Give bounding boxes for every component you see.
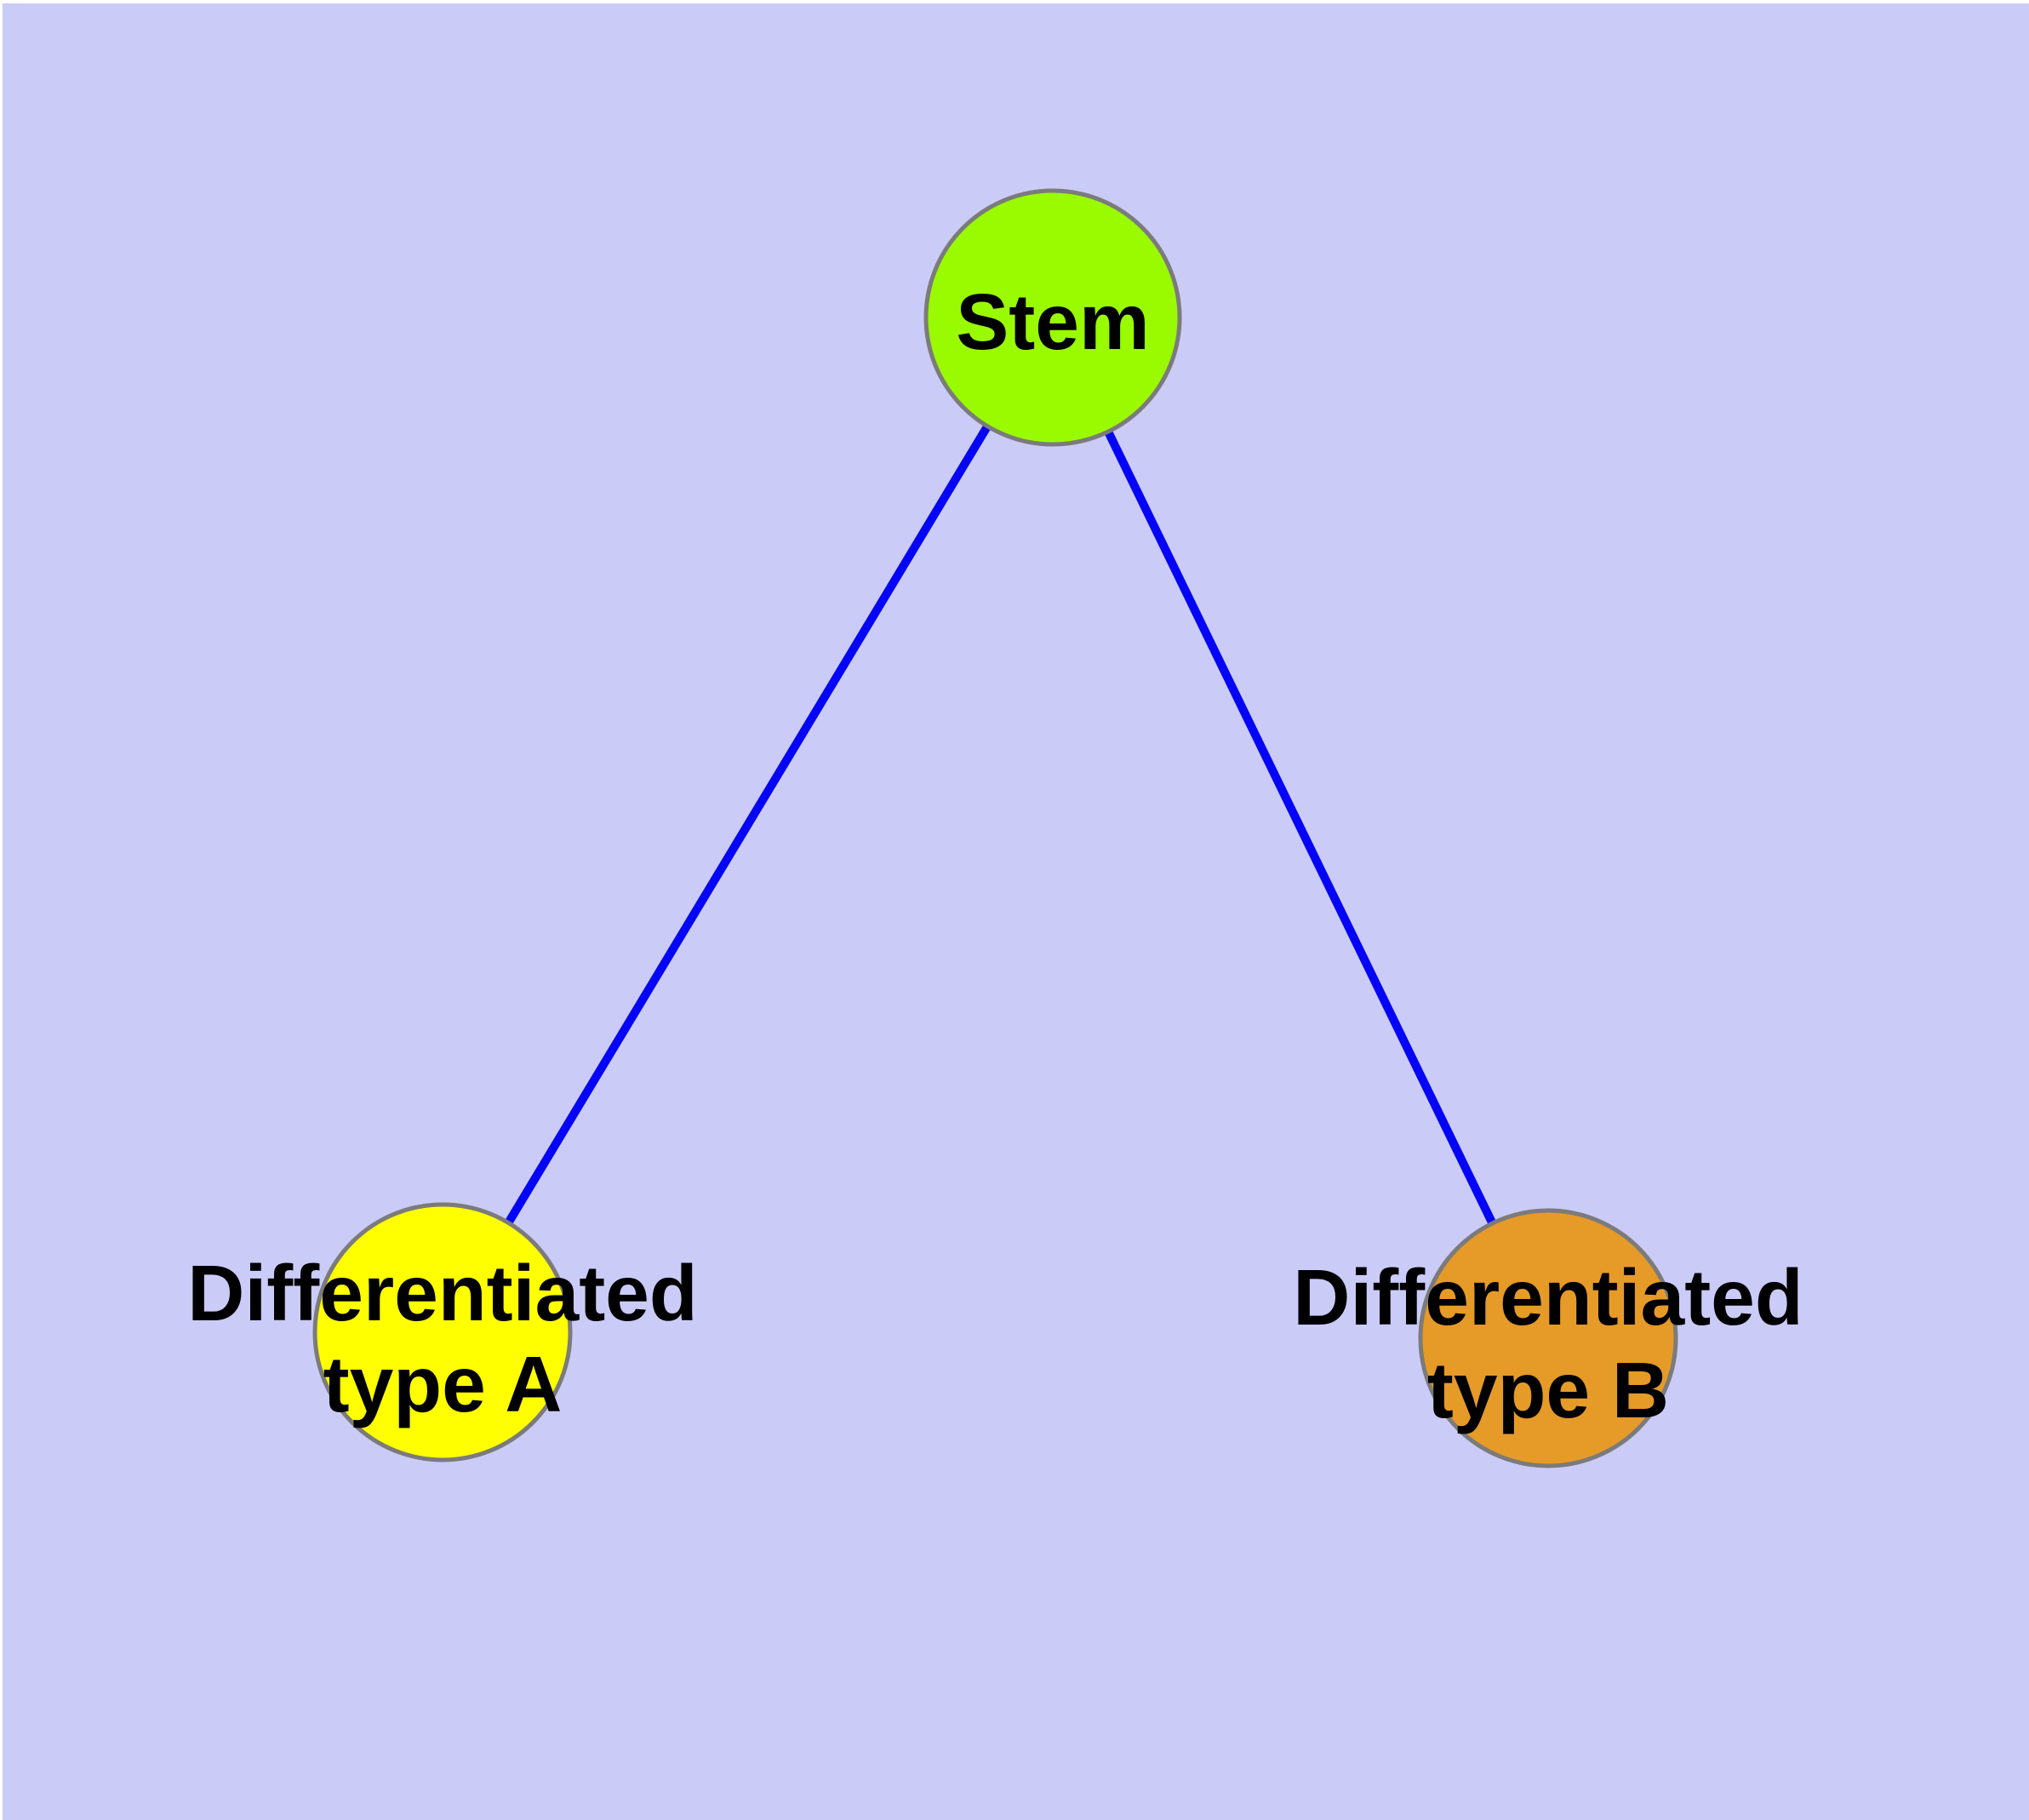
node-type-a-circle [312,1202,573,1462]
node-type-b-label-line1: Differentiated [1293,1253,1803,1342]
node-stem-label: Stem [956,278,1149,366]
node-type-b-circle [1418,1208,1678,1468]
node-type-a-label-line1: Differentiated [187,1249,697,1337]
edge-stem-to-type-a [438,315,1057,1335]
node-type-a-label-line2: type A [323,1340,563,1428]
node-stem-circle [923,188,1182,447]
node-type-b-label-line2: type B [1427,1346,1669,1434]
edge-stem-to-type-b [1049,315,1552,1341]
